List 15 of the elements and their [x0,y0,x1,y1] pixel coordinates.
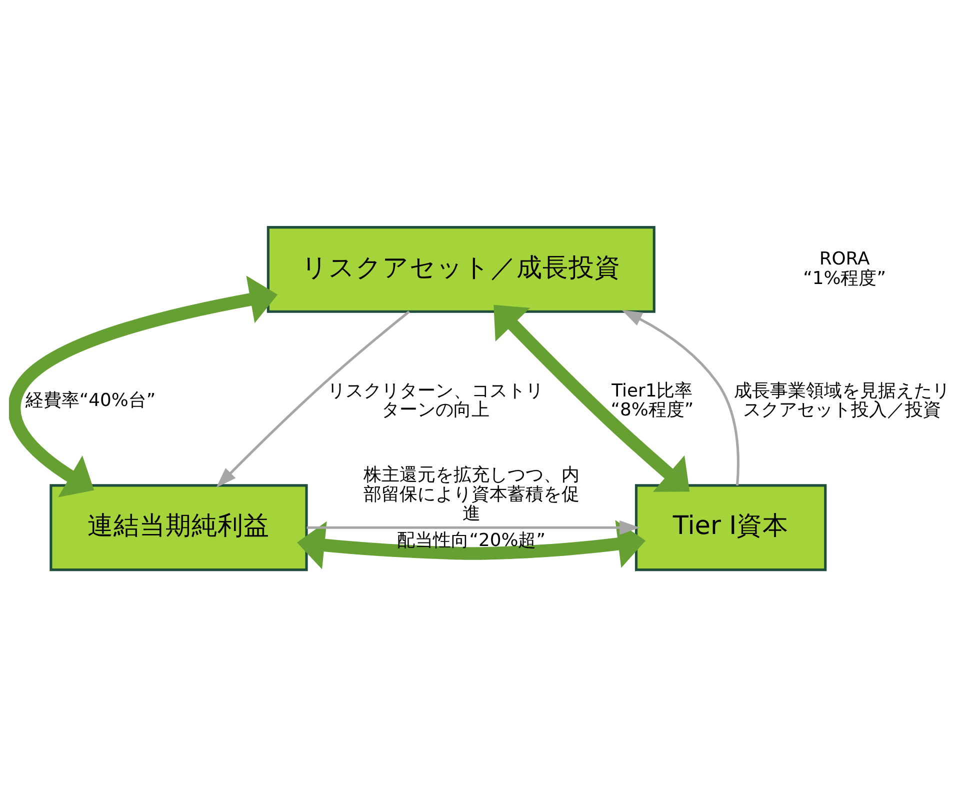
edge-label: 経費率“40%台” [24,390,156,411]
node-box: リスクアセット／成長投資 [266,226,655,313]
arrow [8,276,278,498]
arrow [296,520,646,570]
arrow [306,520,640,535]
edge-label: Tier1比率 “8%程度” [610,380,694,420]
arrow [493,304,690,492]
arrow [216,310,410,488]
edge-label: 株主還元を拡充しつつ、内部留保により資本蓄積を促進 [362,464,579,524]
node-box: Tier Ⅰ資本 [634,484,826,572]
edge-label: 成長事業領域を見据えたリスクアセット投入／投資 [733,380,950,420]
node-box: 連結当期純利益 [49,484,308,572]
edge-label: リスクリターン、コストリターンの向上 [327,380,544,420]
label: RORA “1%程度” [802,248,886,289]
arrow [621,310,739,486]
